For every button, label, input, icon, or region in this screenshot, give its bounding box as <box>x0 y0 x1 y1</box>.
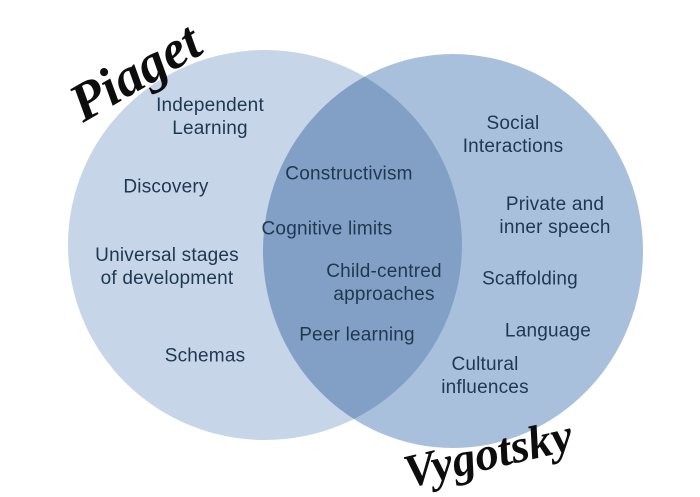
venn-item-language: Language <box>504 320 592 342</box>
venn-item-cognitive-limits: Cognitive limits <box>261 218 393 240</box>
venn-item-peer-learning: Peer learning <box>299 324 415 346</box>
venn-item-child-centred-approaches: Child-centred approaches <box>326 261 442 305</box>
venn-item-schemas: Schemas <box>164 345 246 367</box>
venn-item-scaffolding: Scaffolding <box>482 268 578 290</box>
vygotsky-circle <box>263 54 643 448</box>
venn-item-cultural-influences: Cultural influences <box>441 354 529 398</box>
venn-item-constructivism: Constructivism <box>285 163 413 185</box>
venn-item-independent-learning: Independent Learning <box>156 95 264 139</box>
venn-item-universal-stages: Universal stages of development <box>95 245 239 289</box>
venn-item-discovery: Discovery <box>123 176 209 198</box>
venn-item-social-interactions: Social Interactions <box>462 113 564 157</box>
venn-item-private-inner-speech: Private and inner speech <box>499 194 611 238</box>
